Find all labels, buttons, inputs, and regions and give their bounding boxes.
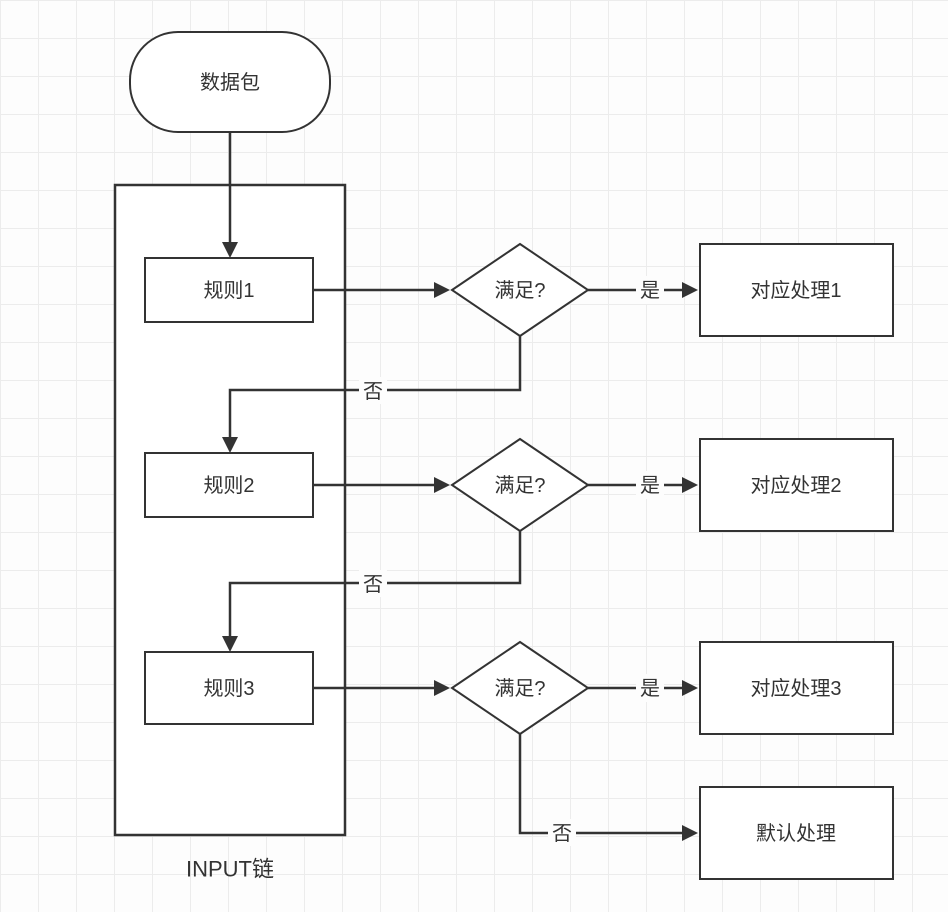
no-label-2: 否: [363, 574, 383, 596]
outcome-2-node: [699, 438, 894, 532]
yes-label-2: 是: [640, 475, 660, 497]
decision-3-label: 满足?: [494, 677, 545, 700]
outcome-3-label: 对应处理3: [750, 677, 841, 700]
rule-3-label: 规则3: [203, 677, 254, 700]
outcome-1-node: [699, 243, 894, 337]
yes-label-3: 是: [640, 678, 660, 700]
arrowhead-outcome2: [682, 477, 698, 493]
default-node: [699, 786, 894, 880]
arrowhead-default: [682, 825, 698, 841]
no-label-1: 否: [363, 381, 383, 403]
yes-label-bg-3: [636, 674, 664, 702]
default-node-label: 默认处理: [756, 822, 836, 845]
rule-2-label: 规则2: [203, 474, 254, 497]
arrowhead-rule3: [222, 636, 238, 652]
arrowhead-decision1: [434, 282, 450, 298]
yes-label-1: 是: [640, 280, 660, 302]
rule-2-node: [144, 452, 314, 518]
input-chain-label: INPUT链: [186, 857, 274, 882]
arrowhead-rule2: [222, 437, 238, 453]
arrowhead-decision3: [434, 680, 450, 696]
rule-1-label: 规则1: [203, 279, 254, 302]
decision-1-label: 满足?: [494, 279, 545, 302]
edge-decision3-no-to-default: [518, 734, 684, 835]
arrowhead-rule1: [222, 242, 238, 258]
arrowhead-decision2: [434, 477, 450, 493]
arrowhead-outcome3: [682, 680, 698, 696]
no-label-3: 否: [552, 823, 572, 845]
outcome-2-label: 对应处理2: [750, 474, 841, 497]
outcome-3-node: [699, 641, 894, 735]
rule-3-node: [144, 651, 314, 725]
yes-label-bg-1: [636, 276, 664, 304]
start-node-label: 数据包: [200, 71, 260, 94]
no-label-bg-1: [359, 377, 387, 404]
yes-label-bg-2: [636, 471, 664, 499]
no-label-bg-3: [548, 819, 576, 846]
arrowhead-outcome1: [682, 282, 698, 298]
rule-1-node: [144, 257, 314, 323]
decision-2-label: 满足?: [494, 474, 545, 497]
outcome-1-label: 对应处理1: [750, 279, 841, 302]
no-label-bg-2: [359, 570, 387, 597]
